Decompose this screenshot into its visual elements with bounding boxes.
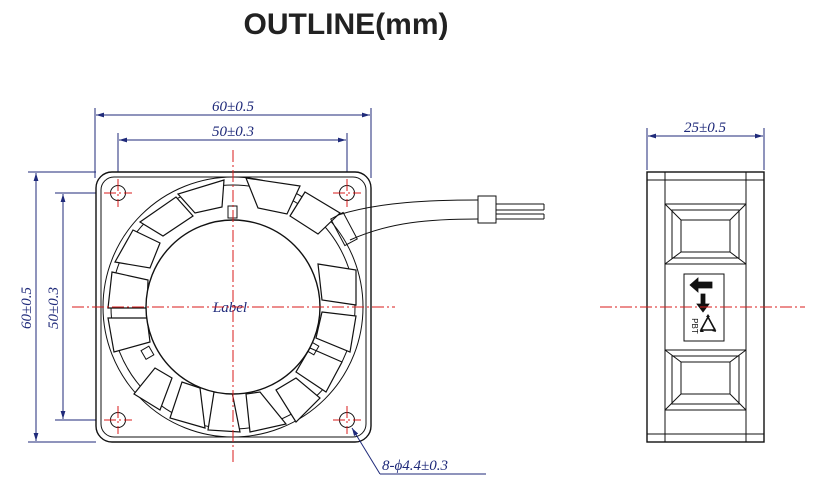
rotation-arrow-icon bbox=[689, 277, 713, 293]
thickness-label: 25±0.5 bbox=[684, 120, 726, 136]
outer-height-dimension: 60±0.5 bbox=[19, 171, 96, 443]
hole-callout-label: 8-ϕ4.4±0.3 bbox=[382, 458, 448, 474]
page-title: OUTLINE(mm) bbox=[244, 8, 449, 41]
recycle-icon bbox=[699, 314, 717, 332]
hole-pitch-x-label: 50±0.3 bbox=[212, 124, 254, 140]
fan-blades bbox=[107, 177, 357, 433]
outer-width-dimension: 60±0.5 bbox=[94, 99, 372, 178]
thickness-dimension: 25±0.5 bbox=[646, 120, 765, 170]
front-view: 60±0.5 50±0.3 60±0.5 50±0.3 bbox=[19, 99, 545, 475]
side-view: 25±0.5 bbox=[600, 120, 805, 443]
hub-label: Label bbox=[212, 300, 247, 316]
lead-wire bbox=[330, 195, 545, 247]
outer-width-label: 60±0.5 bbox=[212, 99, 254, 115]
side-bottom-window bbox=[664, 349, 747, 411]
material-mark: PBT bbox=[690, 318, 699, 334]
hole-pitch-y-label: 50±0.3 bbox=[46, 287, 62, 329]
side-top-window bbox=[664, 203, 747, 265]
hole-centerlines bbox=[104, 179, 361, 434]
outer-height-label: 60±0.5 bbox=[19, 287, 35, 329]
hole-callout: 8-ϕ4.4±0.3 bbox=[351, 427, 486, 475]
